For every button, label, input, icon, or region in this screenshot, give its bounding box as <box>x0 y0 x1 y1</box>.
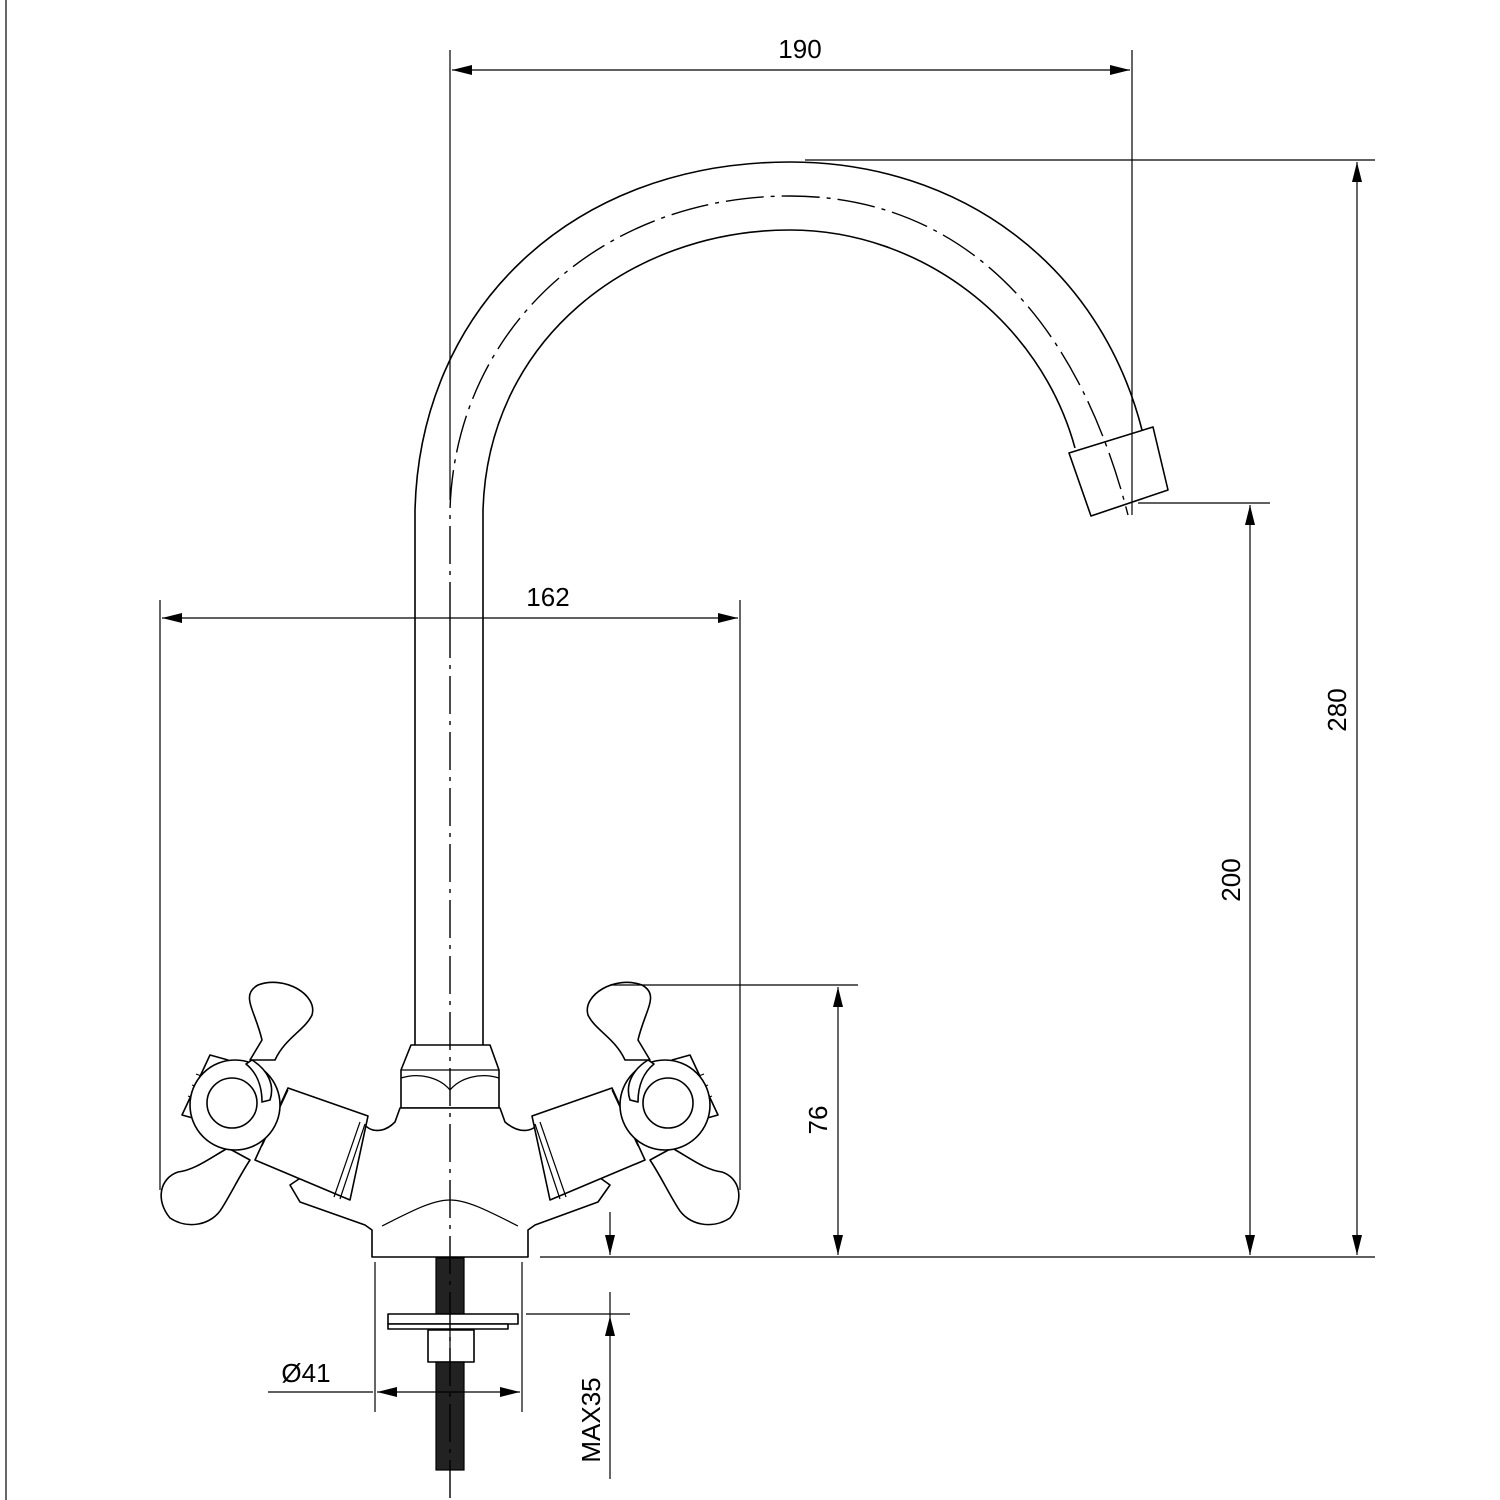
dim-handle-height: 76 <box>610 984 858 1255</box>
dim-outlet-height: 200 <box>1138 502 1270 1255</box>
dim-handle-span: 162 <box>159 582 741 1190</box>
aerator <box>1068 426 1169 517</box>
spout-outer-edge <box>414 161 1143 1045</box>
dim-handle-span-label: 162 <box>526 582 569 612</box>
faucet <box>160 161 1169 1500</box>
spout-inner-edge <box>482 229 1076 1045</box>
dim-spout-reach: 190 <box>449 34 1133 515</box>
spout-centerline <box>449 195 1129 620</box>
dim-base-diameter-label: Ø41 <box>281 1358 330 1388</box>
left-cross-handle <box>160 981 314 1226</box>
washer-plate <box>387 1313 519 1325</box>
dim-spout-reach-label: 190 <box>778 34 821 64</box>
dim-base-diameter: Ø41 <box>268 1262 523 1412</box>
locking-nut <box>427 1329 475 1363</box>
dim-outlet-height-label: 200 <box>1216 858 1246 901</box>
dim-handle-height-label: 76 <box>803 1106 833 1135</box>
dim-overall-height-label: 280 <box>1322 688 1352 731</box>
dim-deck-thickness-label: MAX35 <box>576 1377 606 1462</box>
right-cross-handle <box>586 981 740 1226</box>
dim-overall-height: 280 <box>540 159 1375 1258</box>
mounting-kit <box>387 1257 519 1471</box>
dim-deck-thickness: MAX35 <box>526 1212 630 1479</box>
